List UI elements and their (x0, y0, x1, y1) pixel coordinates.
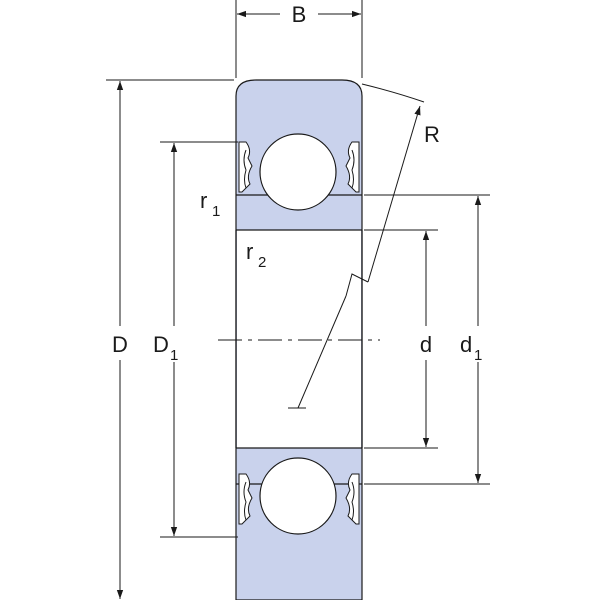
r1-main: r (200, 188, 207, 213)
bearing-body (218, 79, 380, 600)
dimension-D1: D 1 (153, 141, 238, 538)
label-d: d (420, 332, 432, 357)
lower-ball (259, 457, 337, 535)
upper-ball (259, 133, 337, 211)
r2-subscript: 2 (258, 254, 266, 271)
label-r1: r 1 (200, 188, 220, 220)
R-leader-break (345, 273, 369, 297)
upper-left-seal (238, 141, 253, 193)
label-d1-sub: 1 (474, 347, 482, 364)
r2-main: r (246, 239, 253, 264)
dimension-D: D (106, 79, 234, 599)
dimension-d: d (364, 229, 438, 449)
lower-right-seal (345, 473, 360, 525)
dimension-d1: d 1 (364, 194, 490, 485)
label-D1-main: D (153, 332, 169, 357)
label-R: R (424, 122, 440, 147)
label-r2: r 2 (246, 239, 266, 271)
R-leader-lower (297, 295, 347, 409)
label-d1-main: d (460, 332, 472, 357)
label-B: B (292, 2, 307, 27)
bore-gap (237, 230, 361, 448)
label-D1-sub: 1 (170, 347, 178, 364)
lower-left-seal (238, 473, 253, 525)
dimension-B: B (235, 0, 363, 78)
label-D: D (112, 332, 128, 357)
upper-right-seal (345, 141, 360, 193)
R-arc (361, 83, 425, 103)
R-leader-upper (367, 105, 421, 283)
dimension-R: R (288, 83, 440, 409)
r1-subscript: 1 (212, 203, 220, 220)
